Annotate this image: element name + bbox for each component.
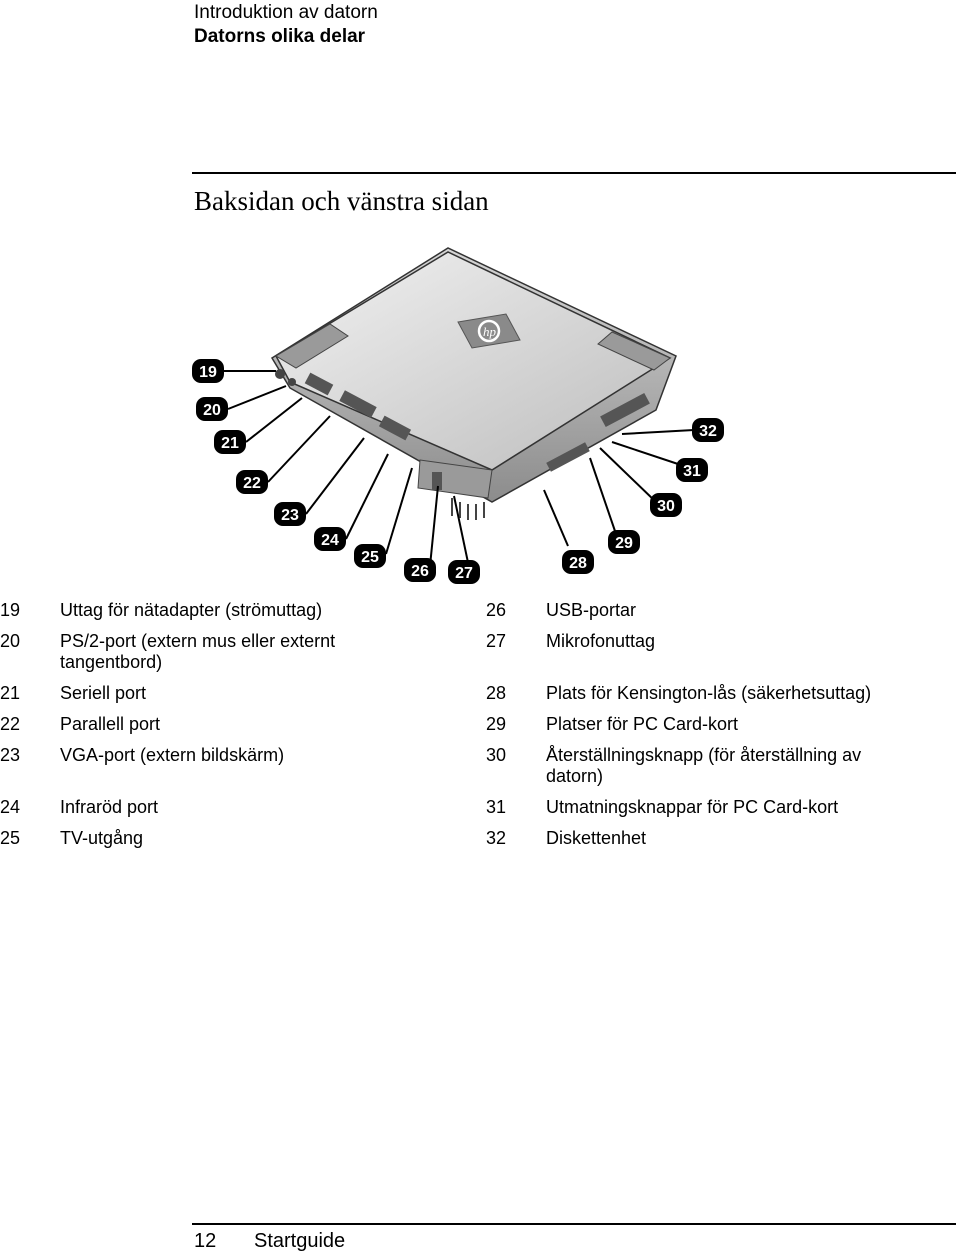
callout-22: 22: [236, 470, 268, 494]
callout-29: 29: [608, 530, 640, 554]
hp-logo: hp: [457, 313, 521, 349]
callout-19: 19: [192, 359, 224, 383]
callout-31: 31: [676, 458, 708, 482]
svg-text:32: 32: [699, 423, 717, 440]
svg-text:30: 30: [657, 498, 675, 515]
footer-title: Startguide: [254, 1230, 346, 1252]
callout-30: 30: [650, 493, 682, 517]
svg-text:21: 21: [221, 435, 239, 452]
svg-text:28: 28: [569, 555, 587, 572]
callout-27: 27: [448, 560, 480, 584]
svg-text:23: 23: [281, 507, 299, 524]
svg-text:24: 24: [321, 532, 339, 549]
svg-text:25: 25: [361, 549, 379, 566]
leader-lines: [224, 370, 695, 573]
callout-26: 26: [404, 558, 436, 582]
callout-28: 28: [562, 550, 594, 574]
svg-text:19: 19: [199, 364, 217, 381]
svg-text:26: 26: [411, 563, 429, 580]
svg-text:22: 22: [243, 475, 261, 492]
running-header-chapter: Introduktion av datorn: [194, 2, 378, 23]
svg-text:31: 31: [683, 463, 701, 480]
top-rule: [192, 172, 956, 174]
callout-24: 24: [314, 527, 346, 551]
bottom-rule: [192, 1223, 956, 1225]
svg-text:27: 27: [455, 565, 473, 582]
laptop-body: [270, 247, 677, 520]
running-header-section: Datorns olika delar: [194, 26, 366, 47]
callout-23: 23: [274, 502, 306, 526]
callout-25: 25: [354, 544, 386, 568]
svg-text:29: 29: [615, 535, 633, 552]
svg-text:20: 20: [203, 402, 221, 419]
page-number: 12: [194, 1230, 217, 1252]
laptop-illustration: hp 19 20 21 22 23 24 25 26 27 28 29 30 3…: [192, 247, 724, 584]
callout-labels: 19 20 21 22 23 24 25 26 27 28 29 30 31 3…: [192, 359, 724, 584]
hp-logo-text: hp: [483, 324, 497, 339]
callout-21: 21: [214, 430, 246, 454]
page-title: Baksidan och vänstra sidan: [194, 186, 489, 216]
callout-20: 20: [196, 397, 228, 421]
callout-32: 32: [692, 418, 724, 442]
